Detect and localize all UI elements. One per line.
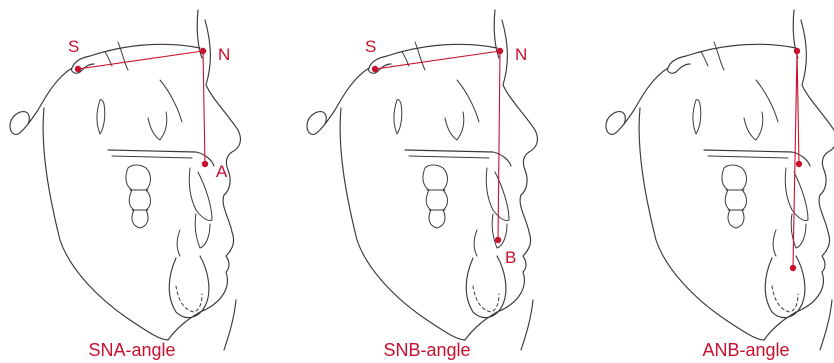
line-n-b <box>498 51 500 240</box>
landmark-b-label: B <box>505 248 516 267</box>
landmark-n-label: N <box>515 45 527 64</box>
landmark-s-label: S <box>365 37 376 56</box>
landmark-a-dot <box>796 161 802 167</box>
panel-caption: ANB-angle <box>702 340 789 360</box>
panel-sna: S N A SNA-angle <box>10 10 240 360</box>
line-n-a <box>203 51 205 164</box>
landmark-n-dot <box>794 48 800 54</box>
landmark-s-dot <box>75 66 81 72</box>
landmark-n-dot <box>200 48 206 54</box>
landmark-b-dot <box>495 237 501 243</box>
panel-caption: SNB-angle <box>383 340 470 360</box>
line-n-a <box>797 51 799 164</box>
landmark-s-dot <box>372 66 378 72</box>
landmark-s-label: S <box>68 37 79 56</box>
landmark-n-dot <box>497 48 503 54</box>
panel-snb: S N B SNB-angle <box>307 10 537 360</box>
line-n-b <box>793 51 797 268</box>
landmark-b-dot <box>790 265 796 271</box>
landmark-n-label: N <box>218 45 230 64</box>
panel-caption: SNA-angle <box>88 340 175 360</box>
panel-anb: ANB-angle <box>606 10 834 360</box>
landmark-a-dot <box>202 161 208 167</box>
landmark-a-label: A <box>216 162 228 181</box>
